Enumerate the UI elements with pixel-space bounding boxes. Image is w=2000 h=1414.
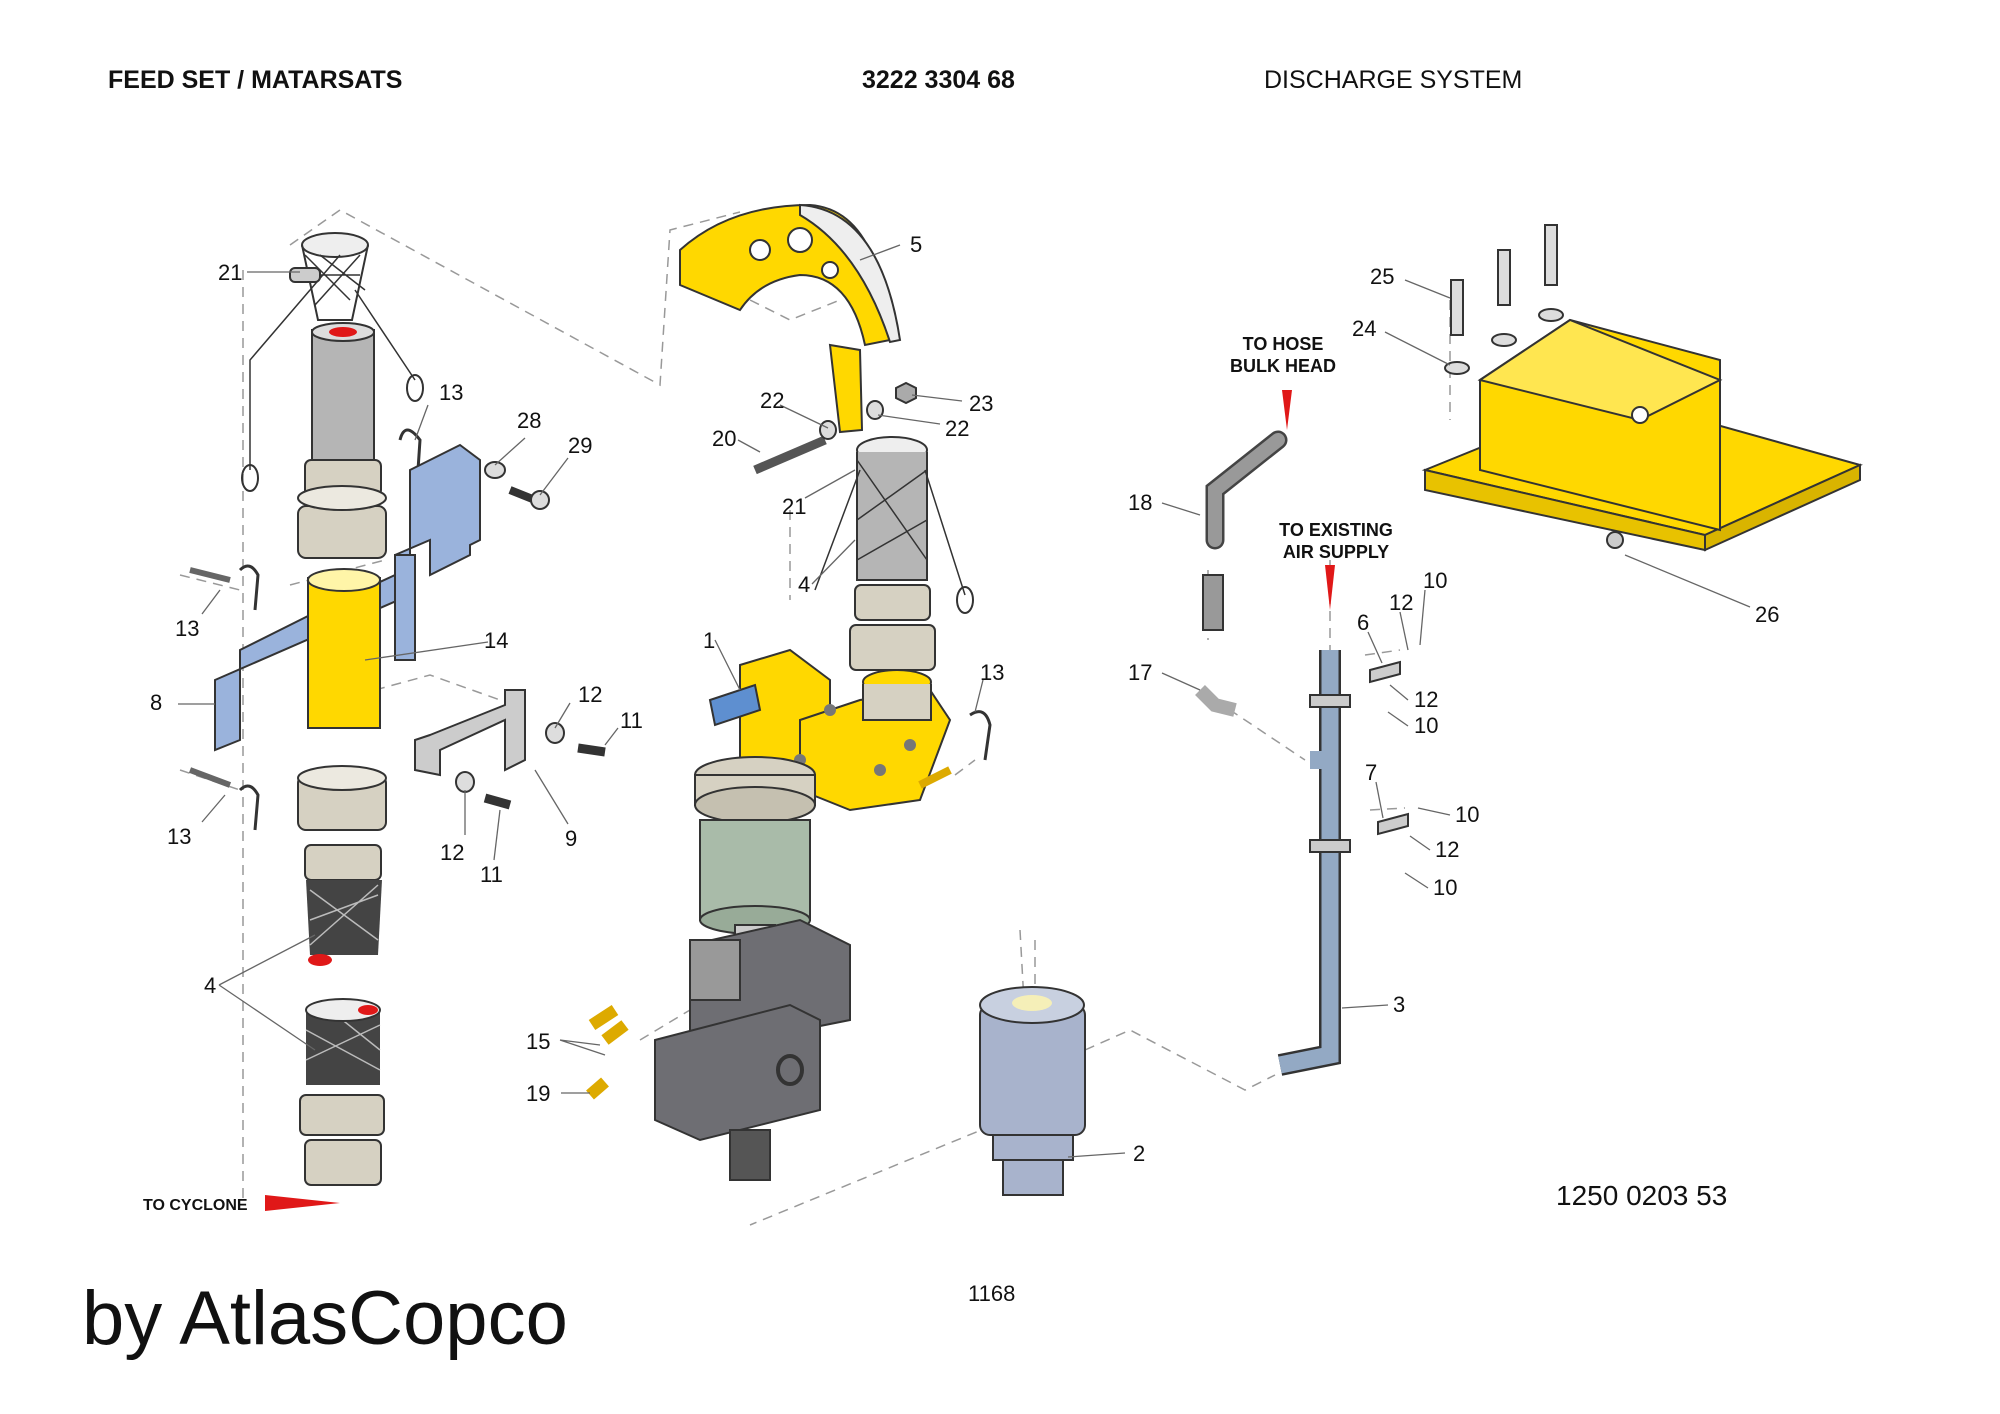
to-air-label-2: AIR SUPPLY xyxy=(1283,542,1389,562)
callout-22b: 22 xyxy=(945,416,969,441)
callout-12c: 12 xyxy=(1389,590,1413,615)
callout-12b: 12 xyxy=(440,840,464,865)
callout-15: 15 xyxy=(526,1029,550,1054)
pipe-grey-upper xyxy=(311,329,375,461)
silencer-filter-2 xyxy=(979,986,1086,1196)
callout-22a: 22 xyxy=(760,388,784,413)
title-left: FEED SET / MATARSATS xyxy=(108,66,403,94)
callout-21b: 21 xyxy=(782,494,806,519)
washer-28 xyxy=(484,461,506,479)
callout-1: 1 xyxy=(703,628,715,653)
to-air-arrow xyxy=(1325,565,1335,610)
callout-18: 18 xyxy=(1128,490,1152,515)
pipe-yellow-14 xyxy=(307,577,381,729)
to-hose-label-2: BULK HEAD xyxy=(1230,356,1336,376)
callout-11b: 11 xyxy=(480,862,503,887)
callout-26: 26 xyxy=(1755,602,1779,627)
left-feed-assembly xyxy=(188,232,606,1211)
bracket-9 xyxy=(414,689,526,777)
callout-8: 8 xyxy=(150,690,162,715)
to-cyclone-label: TO CYCLONE xyxy=(143,1197,248,1214)
callout-10a: 10 xyxy=(1423,568,1447,593)
callout-numbers: 21 13 28 29 14 8 13 12 11 13 12 11 9 4 5… xyxy=(150,232,1779,1166)
callout-23: 23 xyxy=(969,391,993,416)
callout-21a: 21 xyxy=(218,260,242,285)
callout-4b: 4 xyxy=(798,572,810,597)
callout-4a: 4 xyxy=(204,973,216,998)
callout-12e: 12 xyxy=(1435,837,1459,862)
callout-13a: 13 xyxy=(439,380,463,405)
hose-sock-top xyxy=(241,232,424,492)
callout-9: 9 xyxy=(565,826,577,851)
callout-13c: 13 xyxy=(167,824,191,849)
callout-13b: 13 xyxy=(175,616,199,641)
callout-19: 19 xyxy=(526,1081,550,1106)
callout-10b: 10 xyxy=(1414,713,1438,738)
to-hose-label-1: TO HOSE xyxy=(1243,334,1324,354)
shackle-13a xyxy=(398,428,422,471)
callout-2: 2 xyxy=(1133,1141,1145,1166)
callout-12d: 12 xyxy=(1414,687,1438,712)
center-rotor-assembly xyxy=(586,203,992,1181)
to-cyclone-arrow xyxy=(265,1195,340,1211)
callout-20: 20 xyxy=(712,426,736,451)
flow-annotations: TO HOSE BULK HEAD TO EXISTING AIR SUPPLY… xyxy=(143,334,1393,1214)
brand-watermark: by AtlasCopco xyxy=(82,1276,568,1361)
base-plate-26 xyxy=(1421,224,1863,552)
callout-3: 3 xyxy=(1393,992,1405,1017)
to-hose-arrow xyxy=(1282,390,1292,430)
discharge-piping xyxy=(1195,390,1409,1076)
title-right: DISCHARGE SYSTEM xyxy=(1264,66,1523,94)
air-pipe-3 xyxy=(1278,650,1339,1074)
callout-25: 25 xyxy=(1370,264,1394,289)
page-number: 1168 xyxy=(968,1281,1016,1306)
callout-10c: 10 xyxy=(1455,802,1479,827)
callout-29: 29 xyxy=(568,433,592,458)
callout-24: 24 xyxy=(1352,316,1376,341)
callout-5: 5 xyxy=(910,232,922,257)
callout-28: 28 xyxy=(517,408,541,433)
title-center: 3222 3304 68 xyxy=(862,66,1015,94)
callout-7: 7 xyxy=(1365,760,1377,785)
hose-sock-bottom xyxy=(306,1010,380,1085)
callout-17: 17 xyxy=(1128,660,1152,685)
leader-lines xyxy=(178,244,1751,1158)
drawing-number: 1250 0203 53 xyxy=(1556,1180,1728,1211)
callout-13d: 13 xyxy=(980,660,1004,685)
callout-14: 14 xyxy=(484,628,508,653)
callout-12a: 12 xyxy=(578,682,602,707)
callout-11a: 11 xyxy=(620,708,643,733)
callout-10d: 10 xyxy=(1433,875,1457,900)
callout-6: 6 xyxy=(1357,610,1369,635)
to-air-label-1: TO EXISTING xyxy=(1279,520,1393,540)
